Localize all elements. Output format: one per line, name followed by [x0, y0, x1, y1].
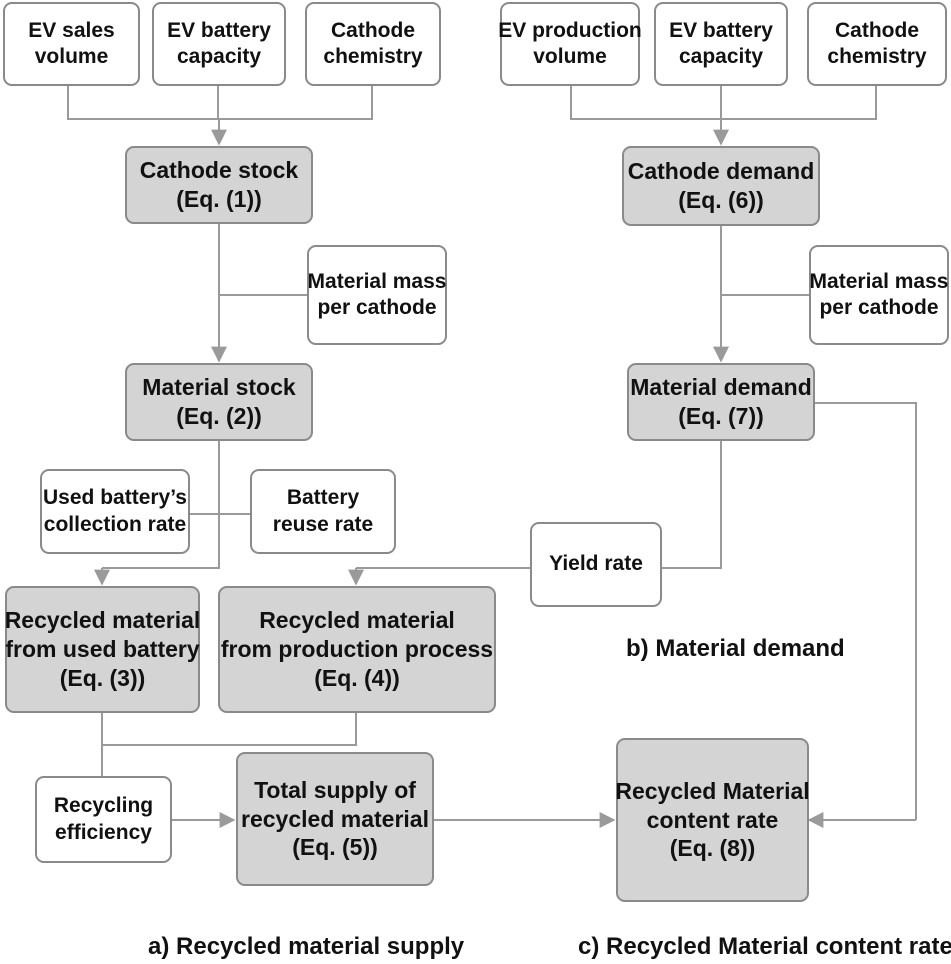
cathode-chemistry-right-box: Cathode chemistry	[807, 2, 947, 86]
collection-rate-line-2: collection rate	[43, 512, 187, 536]
ev-battery-capacity-right-line-1: EV battery	[669, 18, 773, 42]
recycled-production-line-2: from production process	[220, 636, 494, 663]
connector-demand-to-content	[815, 402, 917, 820]
material-mass-left-line-2: per cathode	[317, 296, 437, 319]
connector-left-inputs-merge	[67, 86, 373, 120]
recycled-production-line-3: (Eq. (4))	[314, 664, 400, 691]
ev-battery-capacity-left-line-1: EV battery	[167, 18, 271, 42]
content-rate-line-2: content rate	[646, 806, 779, 833]
cathode-chemistry-left-line-1: Cathode	[331, 18, 415, 42]
recycled-used-battery-box: Recycled material from used battery (Eq.…	[5, 586, 200, 713]
cathode-chemistry-right-line-1: Cathode	[835, 18, 919, 42]
ev-battery-capacity-left-line-2: capacity	[176, 45, 262, 68]
yield-rate-box: Yield rate	[530, 522, 662, 607]
material-mass-right-line-2: per cathode	[819, 296, 939, 319]
connector-material-stock-down	[102, 441, 220, 569]
recycled-production-line-1: Recycled material	[259, 607, 455, 634]
yield-rate-line-1: Yield rate	[549, 552, 643, 576]
cathode-stock-line-2: (Eq. (1))	[176, 186, 262, 212]
content-rate-line-1: Recycled Material	[615, 777, 810, 804]
ev-battery-capacity-right-box: EV battery capacity	[654, 2, 788, 86]
cathode-chemistry-left-line-2: chemistry	[323, 45, 423, 68]
ev-sales-volume-box: EV sales volume	[3, 2, 140, 86]
battery-reuse-rate-box: Battery reuse rate	[250, 469, 396, 554]
connector-right-inputs-merge	[570, 86, 877, 120]
ev-production-volume-box: EV production volume	[498, 2, 642, 86]
reuse-rate-line-2: reuse rate	[272, 512, 374, 536]
total-supply-line-3: (Eq. (5))	[292, 834, 378, 861]
recycled-used-line-3: (Eq. (3))	[59, 664, 146, 691]
recycled-production-process-box: Recycled material from production proces…	[218, 586, 496, 713]
cathode-chemistry-right-line-2: chemistry	[827, 45, 927, 68]
recycling-efficiency-box: Recycling efficiency	[35, 776, 172, 863]
cathode-demand-line-2: (Eq. (6))	[678, 187, 764, 213]
material-mass-left-line-1: Material mass	[307, 269, 447, 293]
material-demand-line-2: (Eq. (7))	[678, 403, 764, 429]
cathode-chemistry-left-box: Cathode chemistry	[305, 2, 441, 86]
recycling-efficiency-line-2: efficiency	[55, 820, 152, 844]
connector-recycled-merge	[101, 713, 357, 746]
material-demand-line-1: Material demand	[630, 374, 812, 401]
caption-recycled-material-content-rate: c) Recycled Material content rate	[578, 933, 951, 960]
ev-sales-volume-line-1: EV sales	[28, 18, 115, 42]
recycled-used-line-1: Recycled material	[4, 607, 201, 634]
content-rate-line-3: (Eq. (8))	[669, 835, 756, 862]
collection-rate-box: Used battery’s collection rate	[40, 469, 190, 554]
recycling-efficiency-line-1: Recycling	[53, 794, 154, 818]
material-mass-right-line-1: Material mass	[809, 269, 949, 293]
cathode-demand-box: Cathode demand (Eq. (6))	[622, 146, 820, 226]
material-mass-per-cathode-right-box: Material mass per cathode	[809, 245, 949, 345]
ev-production-volume-line-2: volume	[533, 45, 607, 68]
cathode-demand-line-1: Cathode demand	[627, 158, 815, 185]
material-demand-box: Material demand (Eq. (7))	[627, 363, 815, 441]
total-supply-line-2: recycled material	[241, 805, 429, 832]
material-mass-per-cathode-left-box: Material mass per cathode	[307, 245, 447, 345]
total-supply-line-1: Total supply of	[254, 776, 416, 803]
total-supply-box: Total supply of recycled material (Eq. (…	[236, 752, 434, 886]
ev-sales-volume-line-2: volume	[34, 45, 109, 68]
cathode-stock-line-1: Cathode stock	[139, 157, 299, 184]
cathode-stock-box: Cathode stock (Eq. (1))	[125, 146, 313, 224]
caption-material-demand: b) Material demand	[626, 635, 845, 662]
ev-battery-capacity-left-box: EV battery capacity	[152, 2, 286, 86]
content-rate-box: Recycled Material content rate (Eq. (8))	[615, 738, 810, 902]
ev-production-volume-line-1: EV production	[498, 18, 642, 42]
caption-recycled-material-supply: a) Recycled material supply	[148, 933, 465, 960]
reuse-rate-line-1: Battery	[286, 486, 360, 510]
material-stock-line-1: Material stock	[142, 374, 296, 401]
material-stock-line-2: (Eq. (2))	[176, 403, 262, 429]
connector-material-demand-down	[662, 441, 722, 569]
recycled-used-line-2: from used battery	[5, 636, 200, 663]
material-stock-box: Material stock (Eq. (2))	[125, 363, 313, 441]
ev-battery-capacity-right-line-2: capacity	[678, 45, 764, 68]
collection-rate-line-1: Used battery’s	[43, 486, 187, 510]
